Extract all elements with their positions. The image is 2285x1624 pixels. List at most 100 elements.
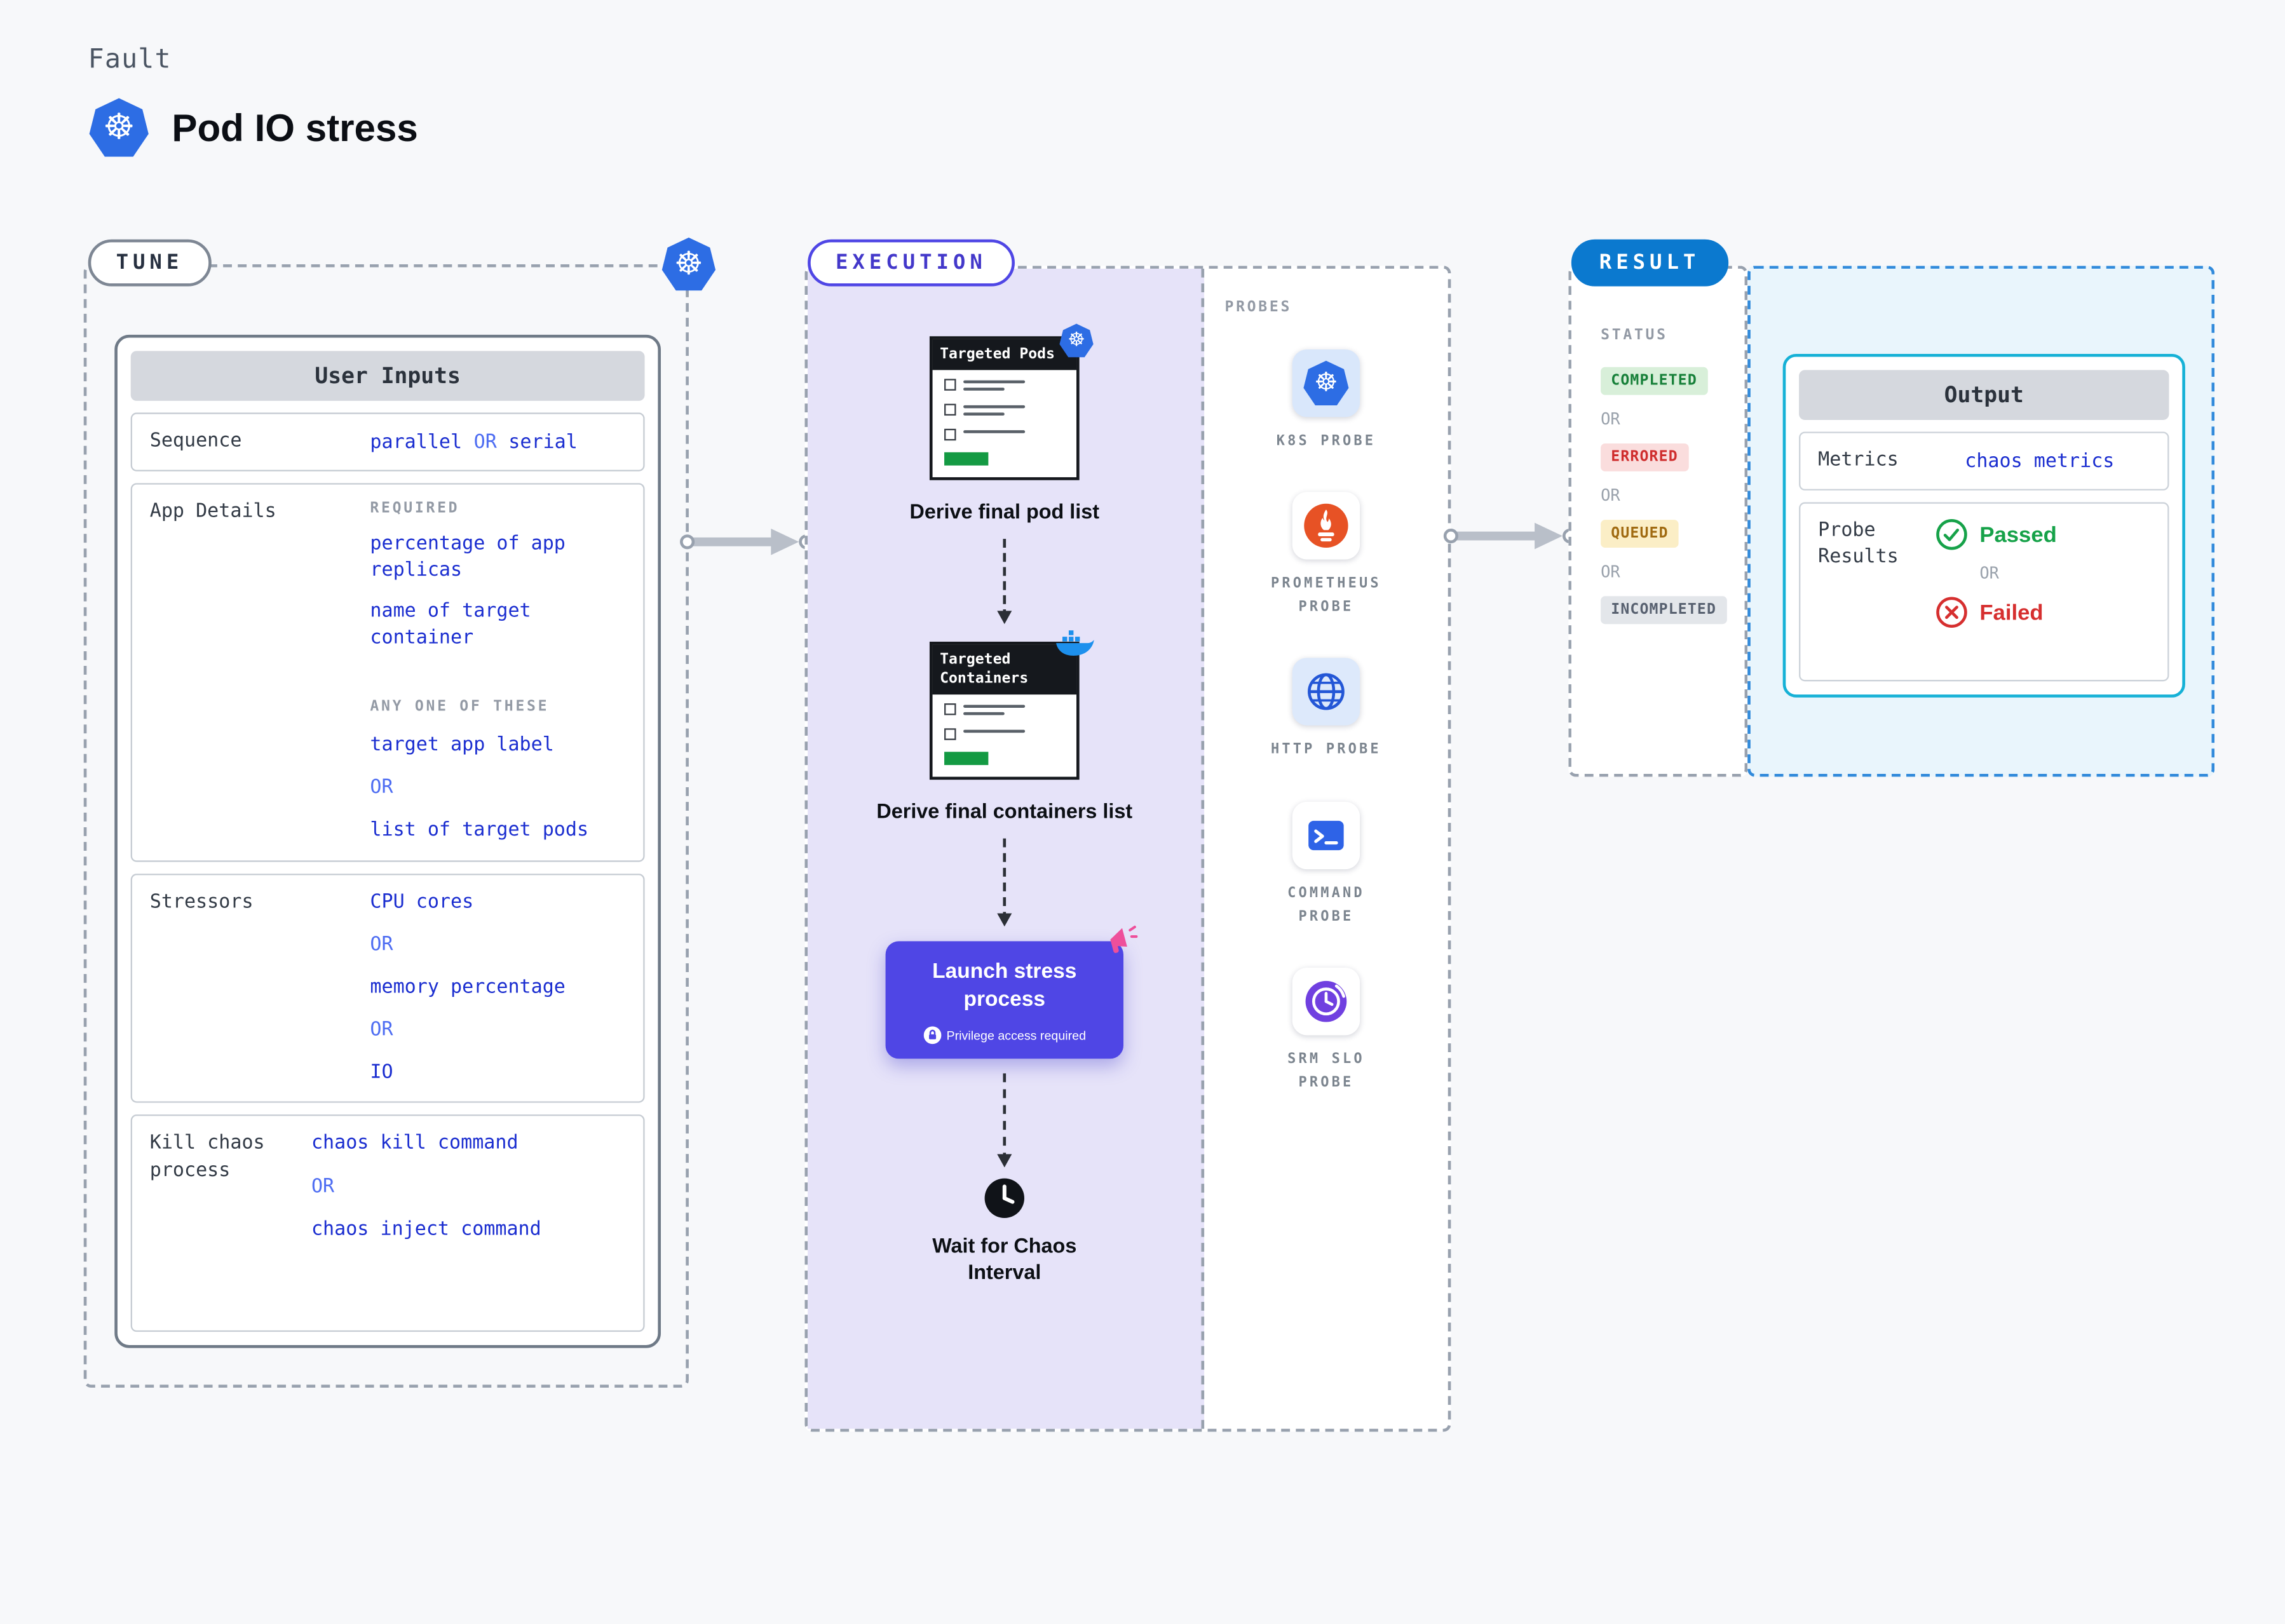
progress-bar [944, 752, 989, 766]
execution-badge: EXECUTION [808, 239, 1015, 287]
kubernetes-icon: ☸ [661, 237, 716, 291]
execution-steps: Targeted Pods ☸ Derive final pod list Ta… [808, 268, 1205, 1429]
passed-line: Passed [1936, 518, 2057, 551]
targeted-pods-window: Targeted Pods ☸ [929, 323, 1094, 480]
metrics-value: chaos metrics [1965, 450, 2115, 473]
checkbox-icon [944, 403, 956, 416]
output-header: Output [1799, 370, 2169, 420]
app-details-row: App Details REQUIRED percentage of app r… [130, 483, 645, 862]
command-probe-icon [1292, 801, 1360, 869]
stressor-item: memory percentage [370, 976, 566, 999]
prometheus-probe-icon [1292, 492, 1360, 560]
failed-label: Failed [1979, 600, 2044, 625]
megaphone-icon [1110, 926, 1138, 954]
page-title: Pod IO stress [172, 105, 418, 149]
probe-results-label: Probe Results [1818, 520, 1899, 569]
k8s-probe: ☸ K8S PROBE [1277, 349, 1376, 454]
targeted-containers-window: Targeted Containers [929, 630, 1094, 780]
or-separator: OR [473, 431, 497, 454]
privilege-note: Privilege access required [897, 1026, 1111, 1045]
flow-connector-arrow [997, 1073, 1012, 1168]
user-inputs-card: User Inputs Sequence parallel OR serial … [114, 334, 661, 1348]
checkbox-icon [944, 703, 956, 715]
status-badge: COMPLETED [1601, 367, 1708, 395]
or-separator: OR [311, 1175, 335, 1198]
any-one-item: target app label [370, 734, 554, 757]
sequence-row: Sequence parallel OR serial [130, 412, 645, 472]
launch-stress-step: Launch stress process Privilege access r… [885, 926, 1138, 1059]
or-separator: OR [370, 776, 393, 799]
any-one-label: ANY ONE OF THESE [370, 698, 550, 715]
derive-pods-caption: Derive final pod list [909, 499, 1100, 523]
targeted-pods-title: Targeted Pods [932, 339, 1077, 370]
check-circle-icon [1936, 519, 1967, 550]
privilege-note-text: Privilege access required [946, 1027, 1087, 1043]
http-probe-icon [1292, 658, 1360, 726]
required-item: percentage of app replicas [370, 533, 566, 583]
fault-kicker: Fault [88, 44, 172, 75]
checklist-item [944, 428, 1065, 441]
srm-slo-probe: SRM SLO PROBE [1265, 967, 1388, 1096]
output-card: Output Metrics chaos metrics Probe Resul… [1782, 353, 2185, 698]
required-label: REQUIRED [370, 501, 460, 517]
sequence-option: parallel [370, 431, 463, 454]
probe-label: HTTP PROBE [1271, 742, 1381, 759]
text-lines [963, 429, 1064, 438]
metrics-row: Metrics chaos metrics [1799, 431, 2169, 491]
sequence-option: serial [508, 431, 578, 454]
stressors-label: Stressors [149, 890, 254, 913]
stressors-values: CPU cores OR memory percentage OR IO [370, 889, 625, 1087]
k8s-probe-icon: ☸ [1292, 349, 1360, 417]
command-probe: COMMAND PROBE [1265, 801, 1388, 930]
x-circle-icon [1936, 597, 1967, 628]
any-one-item: list of target pods [370, 820, 589, 842]
progress-bar [944, 452, 989, 466]
page-title-row: ☸ Pod IO stress [88, 97, 418, 159]
kubernetes-icon: ☸ [89, 98, 149, 157]
status-badge: INCOMPLETED [1601, 596, 1727, 625]
execution-panel: Targeted Pods ☸ Derive final pod list Ta… [804, 266, 1451, 1432]
probes-column: PROBES ☸ K8S PROBE PROMETH [1204, 269, 1448, 1429]
tune-panel [83, 264, 689, 1388]
or-separator: OR [1601, 485, 1620, 506]
or-separator: OR [370, 933, 393, 956]
docker-icon [1056, 630, 1094, 656]
passed-label: Passed [1979, 522, 2057, 548]
or-separator: OR [1601, 409, 1620, 429]
launch-stress-title: Launch stress process [932, 961, 1077, 1012]
metrics-label: Metrics [1818, 449, 1899, 471]
probe-label: K8S PROBE [1276, 433, 1376, 450]
probe-label: COMMAND PROBE [1287, 884, 1365, 925]
checkbox-icon [944, 379, 956, 391]
flow-connector-arrow [997, 839, 1012, 928]
app-details-values: REQUIRED percentage of app replicas name… [370, 499, 625, 845]
kill-chaos-values: chaos kill command OR chaos inject comma… [311, 1132, 626, 1316]
tune-badge: TUNE [88, 239, 212, 287]
http-probe: HTTP PROBE [1271, 658, 1381, 762]
kill-item: chaos kill command [311, 1132, 519, 1155]
probes-label: PROBES [1224, 299, 1292, 316]
text-lines [963, 404, 1064, 420]
targeted-containers-title: Targeted Containers [932, 645, 1077, 695]
checklist-item [944, 379, 1065, 395]
user-inputs-header: User Inputs [130, 351, 645, 401]
kill-chaos-label: Kill chaos process [149, 1132, 265, 1182]
status-list: STATUS COMPLETED OR ERRORED OR QUEUED OR… [1571, 269, 1745, 625]
kubernetes-icon: ☸ [1059, 323, 1094, 358]
status-badge: ERRORED [1601, 443, 1688, 471]
kill-item: chaos inject command [311, 1218, 541, 1241]
text-lines [963, 379, 1064, 395]
result-badge: RESULT [1571, 239, 1728, 287]
probe-label: PROMETHEUS PROBE [1271, 576, 1381, 616]
checkbox-icon [944, 728, 956, 741]
stressors-row: Stressors CPU cores OR memory percentage… [130, 872, 645, 1104]
text-lines [963, 729, 1064, 738]
derive-containers-caption: Derive final containers list [876, 799, 1133, 823]
or-separator: OR [1979, 564, 1999, 583]
or-separator: OR [370, 1019, 393, 1041]
flow-arrow [1443, 522, 1578, 550]
stressor-item: IO [370, 1062, 393, 1085]
status-label: STATUS [1601, 327, 1668, 344]
flow-arrow [680, 528, 814, 555]
